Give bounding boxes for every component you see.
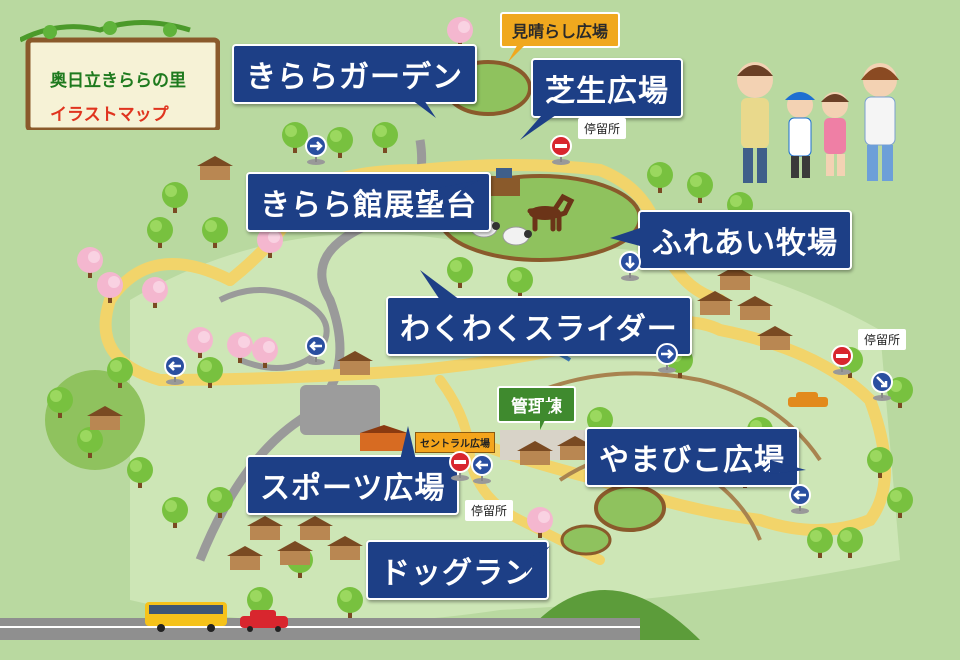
cherry-tree-icon	[77, 247, 103, 278]
tree-icon	[807, 527, 833, 558]
callout-shibafu: 芝生広場	[531, 58, 683, 118]
tree-icon	[837, 527, 863, 558]
cabin-icon	[337, 351, 373, 375]
tree-icon	[162, 182, 188, 213]
left-arrow-sign-icon	[164, 355, 186, 385]
cherry-tree-icon	[252, 337, 278, 368]
tree-icon	[507, 267, 533, 298]
cherry-tree-icon	[257, 227, 283, 258]
tree-icon	[47, 387, 73, 418]
tree-icon	[867, 447, 893, 478]
cabin-icon	[327, 536, 363, 560]
sheep-icon	[502, 226, 532, 246]
tree-icon	[147, 217, 173, 248]
cabin-icon	[757, 326, 793, 350]
bus-stop-label-right: 停留所	[858, 329, 907, 350]
cherry-tree-icon	[97, 272, 123, 303]
car-icon	[788, 392, 828, 407]
left-arrow-sign-icon	[789, 484, 811, 514]
tree-icon	[327, 127, 353, 158]
tree-icon	[887, 487, 913, 518]
bus-stop-label-top: 停留所	[578, 118, 627, 139]
tree-icon	[372, 122, 398, 153]
logo-title: 奥日立きららの里	[50, 71, 186, 91]
left-arrow-sign-icon	[305, 335, 327, 365]
bus-icon	[145, 602, 227, 632]
callout-kirara-garden: きららガーデン	[232, 44, 477, 104]
cabin-icon	[227, 546, 263, 570]
callout-yamabiko: やまびこ広場	[585, 427, 799, 487]
tree-icon	[687, 172, 713, 203]
park-logo-sign: 奥日立きららの里 イラストマップ	[20, 20, 220, 130]
callout-slider: わくわくスライダー	[386, 296, 692, 356]
observation-tower-icon	[488, 168, 520, 196]
cherry-tree-icon	[447, 17, 473, 48]
tree-icon	[887, 377, 913, 408]
tree-icon	[197, 357, 223, 388]
tree-icon	[647, 162, 673, 193]
tree-icon	[162, 497, 188, 528]
right-arrow-sign-icon	[656, 343, 678, 373]
car-icon	[240, 610, 288, 632]
signboard-icon	[20, 20, 220, 130]
cabin-icon	[737, 296, 773, 320]
cherry-tree-icon	[527, 507, 553, 538]
cabin-icon	[717, 266, 753, 290]
no-entry-sign-icon	[550, 135, 572, 165]
tree-icon	[202, 217, 228, 248]
bus-stop-label-center: 停留所	[465, 500, 514, 521]
cabin-icon	[297, 516, 333, 540]
right-arrow-sign-icon	[305, 135, 327, 165]
cabin-icon	[557, 436, 593, 460]
cabin-icon	[277, 541, 313, 565]
management-building-icon	[360, 425, 408, 451]
cabin-icon	[247, 516, 283, 540]
cabin-icon	[87, 406, 123, 430]
cabin-icon	[517, 441, 553, 465]
cherry-tree-icon	[227, 332, 253, 363]
family-illustration-icon	[737, 62, 899, 183]
down-arrow-sign-icon	[619, 251, 641, 281]
tree-icon	[127, 457, 153, 488]
cherry-tree-icon	[142, 277, 168, 308]
logo-subtitle: イラストマップ	[50, 105, 169, 125]
left-arrow-sign-icon	[471, 454, 493, 484]
down-right-arrow-sign-icon	[871, 371, 893, 401]
cabin-icon	[697, 291, 733, 315]
callout-kanri: 管理棟	[497, 386, 576, 423]
tree-icon	[282, 122, 308, 153]
cherry-tree-icon	[187, 327, 213, 358]
tree-icon	[207, 487, 233, 518]
tree-icon	[77, 427, 103, 458]
no-entry-sign-icon	[831, 345, 853, 375]
no-entry-sign-icon	[449, 451, 471, 481]
tree-icon	[337, 587, 363, 618]
callout-fureai: ふれあい牧場	[638, 210, 852, 270]
callout-sports: スポーツ広場	[246, 455, 460, 515]
tree-icon	[107, 357, 133, 388]
cabin-icon	[197, 156, 233, 180]
horse-icon	[527, 193, 575, 232]
